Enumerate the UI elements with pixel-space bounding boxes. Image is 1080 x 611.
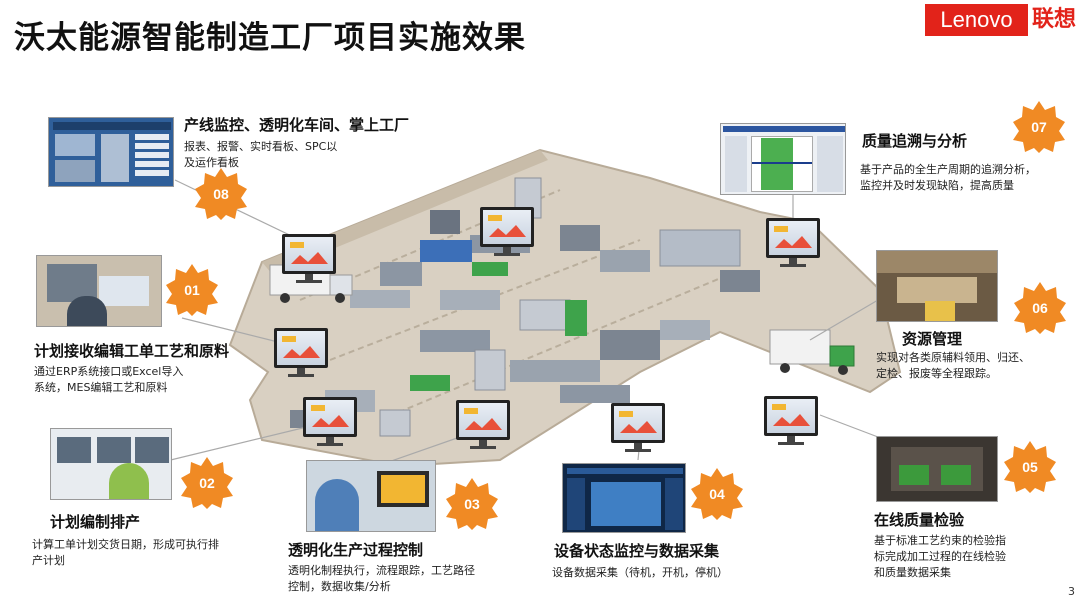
badge-03: 03 bbox=[445, 477, 499, 531]
feature-03-desc: 透明化制程执行，流程跟踪，工艺路径控制，数据收集/分析 bbox=[288, 564, 475, 593]
feature-04-desc: 设备数据采集（待机，开机，停机） bbox=[552, 566, 728, 579]
planning-photo bbox=[36, 255, 162, 327]
monitor-icon bbox=[282, 234, 336, 283]
scheduling-photo bbox=[50, 428, 172, 500]
page-number: 3 bbox=[1068, 585, 1075, 598]
monitor-icon bbox=[303, 397, 357, 446]
resource-management-photo bbox=[876, 250, 998, 322]
feature-05-desc: 基于标准工艺约束的检验指标完成加工过程的在线检验和质量数据采集 bbox=[874, 534, 1006, 579]
lenovo-logo-cn: 联想 bbox=[1032, 7, 1077, 32]
badge-04: 04 bbox=[690, 467, 744, 521]
feature-01-desc: 通过ERP系统接口或Excel导入系统，MES编辑工艺和原料 bbox=[34, 365, 184, 394]
badge-01: 01 bbox=[165, 263, 219, 317]
feature-07-title: 质量追溯与分析 bbox=[862, 132, 968, 150]
truck-right bbox=[769, 329, 855, 375]
lenovo-logo: Lenovo bbox=[925, 4, 1028, 36]
monitor-icon bbox=[274, 328, 328, 377]
process-control-photo bbox=[306, 460, 436, 532]
badge-08: 08 bbox=[194, 167, 248, 221]
badge-07: 07 bbox=[1012, 100, 1066, 154]
quality-analysis-screenshot bbox=[720, 123, 846, 195]
feature-06-desc: 实现对各类原辅料领用、归还、定检、报废等全程跟踪。 bbox=[876, 351, 1030, 380]
feature-07-desc: 基于产品的全生产周期的追溯分析，监控并及时发现缺陷，提高质量 bbox=[860, 163, 1036, 192]
feature-02-desc: 计算工单计划交货日期，形成可执行排产计划 bbox=[32, 538, 219, 567]
feature-06-title: 资源管理 bbox=[902, 330, 963, 348]
feature-04-title: 设备状态监控与数据采集 bbox=[554, 542, 720, 560]
production-machines bbox=[290, 177, 760, 437]
feature-01-title: 计划接收编辑工单工艺和原料 bbox=[34, 342, 230, 360]
badge-06: 06 bbox=[1013, 281, 1067, 335]
equipment-monitor-screenshot bbox=[562, 463, 686, 533]
feature-02-title: 计划编制排产 bbox=[50, 513, 141, 531]
badge-02: 02 bbox=[180, 456, 234, 510]
monitor-icon bbox=[766, 218, 820, 267]
quality-inspection-photo bbox=[876, 436, 998, 502]
feature-05-title: 在线质量检验 bbox=[874, 511, 965, 529]
dashboard-screenshot bbox=[48, 117, 174, 187]
feature-08-desc: 报表、报警、实时看板、SPC以及运作看板 bbox=[184, 140, 338, 169]
page-title: 沃太能源智能制造工厂项目实施效果 bbox=[14, 20, 526, 56]
monitor-icon bbox=[611, 403, 665, 452]
monitor-icon bbox=[456, 400, 510, 449]
feature-08-title: 产线监控、透明化车间、掌上工厂 bbox=[184, 116, 410, 134]
feature-03-title: 透明化生产过程控制 bbox=[288, 541, 424, 559]
badge-05: 05 bbox=[1003, 440, 1057, 494]
monitor-icon bbox=[764, 396, 818, 445]
monitor-icon bbox=[480, 207, 534, 256]
